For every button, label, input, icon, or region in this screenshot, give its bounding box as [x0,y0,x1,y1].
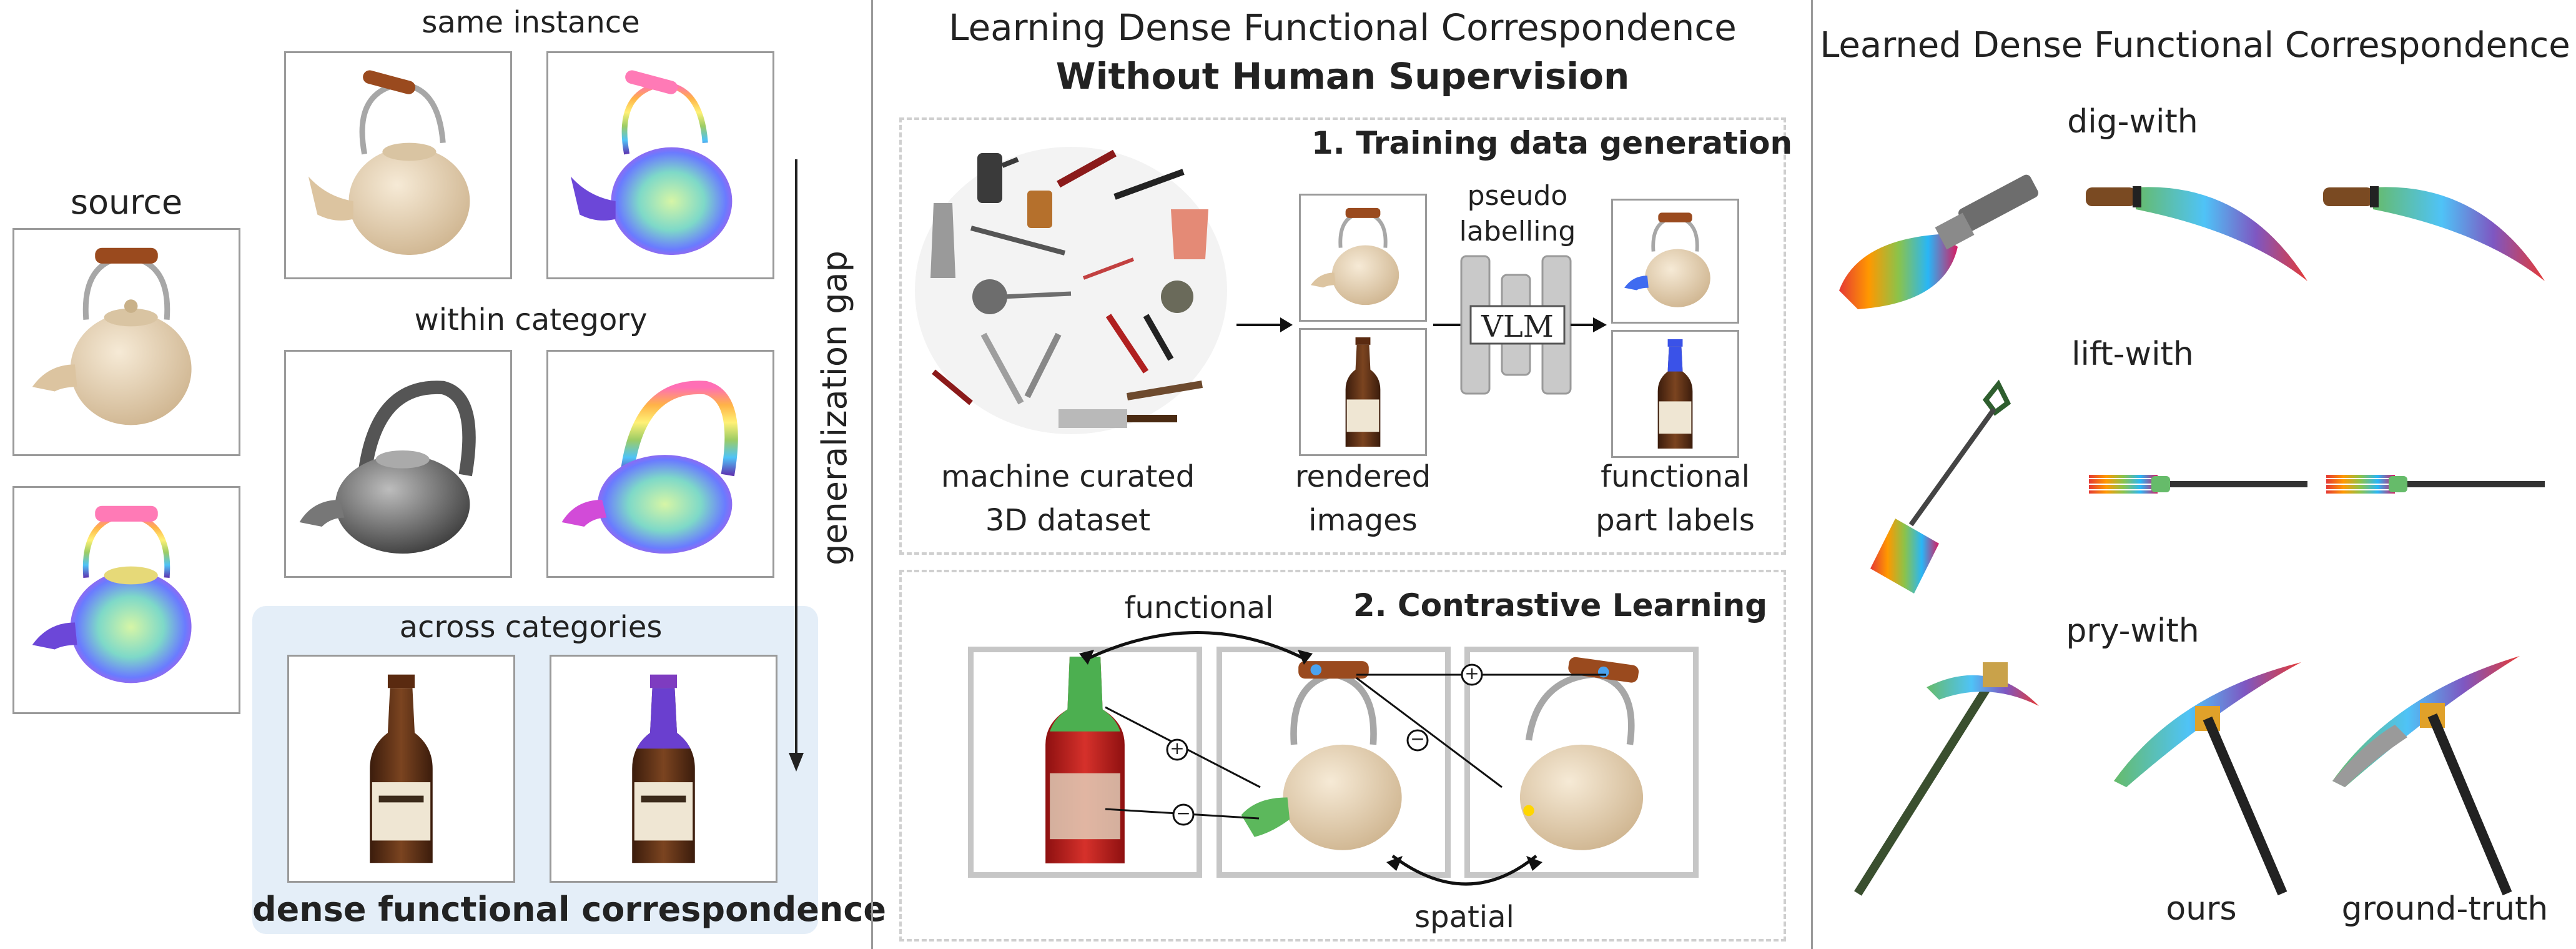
within-category-kettle-feature-map [546,350,774,578]
arrow-to-rendered [1236,317,1293,332]
pickaxe-ours-feature-map [2114,662,2301,896]
knife-ours-feature-map [2086,186,2307,281]
minus-marker-1: − [1176,803,1191,823]
across-category-bottle-image [287,655,515,883]
dense-correspondence-caption: dense functional correspondence [252,890,886,929]
same-instance-label: same instance [422,5,640,40]
same-instance-kettle-feature-map [546,51,774,279]
source-label: source [70,182,183,222]
contrastive-learning-box [899,570,1786,942]
pickaxe-ground-truth-feature-map [2332,656,2520,896]
rendered-label-line1: rendered [1295,459,1431,494]
plus-marker-2: + [1464,663,1479,683]
row-lift-with-label: lift-with [2071,335,2194,373]
labels-label-line2: part labels [1596,503,1755,538]
labels-label-line1: functional [1601,459,1750,494]
divider-right [1811,0,1813,949]
plus-marker-1: + [1170,738,1185,758]
middle-title-line2: Without Human Supervision [1055,55,1630,97]
column-ours-label: ours [2166,890,2237,928]
rendered-label-line2: images [1308,503,1418,538]
fork-ours-feature-map [2089,475,2307,494]
fork-ground-truth-feature-map [2326,475,2545,494]
training-data-generation-box [899,117,1786,555]
within-category-label: within category [414,302,648,337]
step2-title: 2. Contrastive Learning [1353,587,1767,624]
contrastive-connectors [1079,631,1606,886]
left-panel: source same instance within category acr… [0,0,886,949]
generalization-gap-label: generalization gap [815,251,854,565]
knife-ground-truth-feature-map [2323,186,2545,281]
column-ground-truth-label: ground-truth [2341,890,2549,928]
spade-feature-map [1870,379,2011,594]
trowel-feature-map [1839,174,2038,309]
vlm-model-diagram [1433,255,1607,395]
functional-label: functional [1124,590,1274,625]
rendered-bottle-image [1299,328,1427,456]
minus-marker-2: − [1410,728,1425,749]
row-pry-with-label: pry-with [2066,612,2199,650]
spatial-label: spatial [1414,900,1514,935]
right-title: Learned Dense Functional Correspondence [1820,25,2570,66]
dataset-collage [915,147,1227,434]
rendered-kettle-image [1299,194,1427,322]
source-kettle-feature-map [12,486,240,714]
dataset-label-line2: 3D dataset [985,503,1151,538]
row-dig-with-label: dig-with [2067,103,2198,141]
contrast-kettle-frame [1216,647,1451,878]
middle-panel: Learning Dense Functional Correspondence… [874,0,1811,949]
across-category-bottle-feature-map [550,655,777,883]
across-categories-label: across categories [399,610,663,645]
same-instance-kettle-image [284,51,512,279]
vlm-label: VLM [1481,309,1554,344]
dataset-label-line1: machine curated [940,459,1195,494]
generalization-gap-arrow [789,159,804,772]
pseudo-label-line1: pseudo [1467,180,1568,212]
right-panel: Learned Dense Functional Correspondence … [1814,0,2576,949]
label-kettle-image [1611,199,1739,324]
pseudo-label-line2: labelling [1459,216,1576,247]
label-bottle-image [1611,330,1739,458]
contrast-bottle-frame [968,647,1202,878]
within-category-kettle-image [284,350,512,578]
middle-title-line1: Learning Dense Functional Correspondence [949,6,1737,49]
contrast-kettle-view2-frame [1464,647,1699,878]
pickaxe-feature-map [1854,662,2039,896]
step1-title: 1. Training data generation [1311,125,1793,161]
divider-left [871,0,873,949]
source-kettle-image [12,228,240,456]
